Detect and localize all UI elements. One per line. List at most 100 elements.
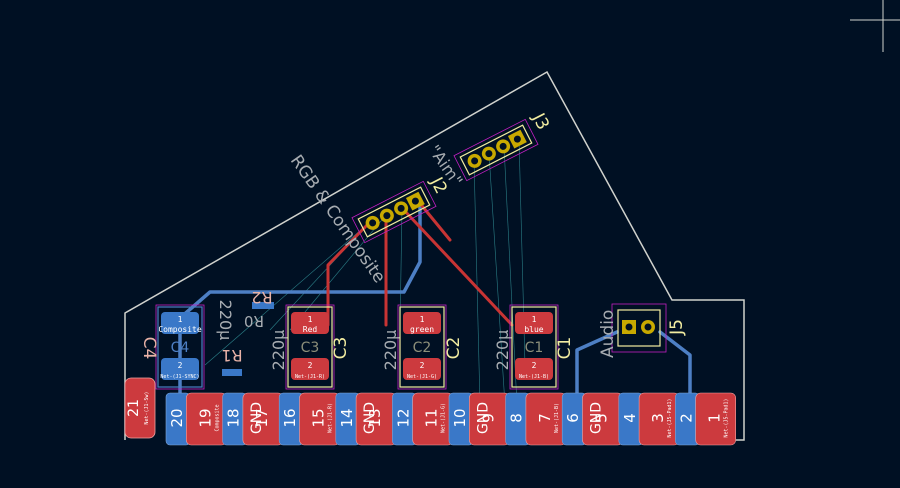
connector-reference: J3	[527, 109, 552, 133]
connector-silkscreen	[459, 124, 533, 176]
pad-number: 2	[532, 361, 537, 370]
pin-net-name: Net-(J1-G)	[441, 403, 447, 433]
capacitor-reference: C2	[444, 337, 464, 360]
connector-pin-14[interactable]: 14	[335, 392, 361, 446]
pad-number: 1	[420, 315, 425, 324]
connector-pin-2[interactable]: 2	[675, 392, 700, 446]
capacitor-silkscreen-outline	[157, 306, 203, 388]
pin-number: 20	[168, 408, 186, 427]
connector-pin-16[interactable]: 16	[278, 392, 304, 446]
crosshair-cursor-icon	[850, 0, 900, 52]
pad-number: 2	[178, 361, 183, 370]
capacitor-pad-2[interactable]	[403, 358, 441, 380]
pad-number: 1	[178, 315, 183, 324]
pin-number: 15	[310, 408, 328, 427]
capacitor-courtyard	[397, 304, 447, 390]
capacitor-pad-2[interactable]	[161, 358, 199, 380]
connector-j5[interactable]: J5	[611, 303, 687, 353]
capacitor-reference: C3	[331, 337, 351, 360]
pin-number: 1	[706, 413, 724, 423]
pin-net-name: GND	[362, 402, 378, 434]
pin-number: 12	[394, 408, 412, 427]
pin-net-name: GND	[475, 402, 491, 434]
pad-net-name: Net-(J1-R)	[295, 374, 325, 380]
resistor-value: R0	[244, 312, 264, 330]
connector-pin-20[interactable]: 20	[165, 392, 191, 446]
capacitor-polarity-label: C4	[171, 340, 190, 356]
connector-pin-12[interactable]: 12	[392, 392, 417, 446]
capacitor-polarity-label: C1	[525, 340, 544, 356]
pin-net-name: GND	[589, 402, 605, 434]
pin-number: 2	[677, 413, 695, 423]
connector-j2[interactable]	[351, 180, 437, 244]
resistor-reference: R1	[221, 346, 242, 365]
pin-pad[interactable]	[124, 377, 156, 439]
board-outline	[124, 70, 745, 441]
capacitor-courtyard	[285, 304, 335, 390]
pad-number: 1	[532, 315, 537, 324]
capacitor-pad-2[interactable]	[291, 358, 329, 380]
pad-net-name: Net-(J1-B)	[519, 374, 549, 380]
connector-courtyard	[453, 118, 539, 182]
connector-reference: J5	[667, 319, 687, 336]
pin-number: 5	[593, 413, 611, 423]
pin-hole	[411, 197, 419, 205]
pad-net-name: green	[410, 325, 434, 334]
capacitor-courtyard	[509, 304, 559, 390]
pin-number: 7	[536, 413, 554, 423]
pin-hole	[471, 157, 479, 165]
capacitor-pad-1[interactable]	[291, 312, 329, 334]
capacitor-value: 220µ	[216, 300, 235, 341]
capacitor-silkscreen-outline	[287, 306, 333, 388]
pad-number: 2	[308, 361, 313, 370]
resistor-pad[interactable]	[252, 302, 274, 309]
connector-pin-10[interactable]: 10	[448, 392, 474, 446]
pad-net-name: blue	[524, 325, 543, 334]
pad-net-name: Red	[303, 325, 318, 334]
connector-courtyard	[611, 303, 667, 353]
capacitor-pad-1[interactable]	[403, 312, 441, 334]
pin-number: 8	[508, 413, 526, 423]
pin-number: 4	[621, 413, 639, 423]
connector-pin-4[interactable]: 4	[618, 392, 644, 446]
capacitor-pad-2[interactable]	[515, 358, 553, 380]
pin-net-name: Net-(J5-Pad1)	[724, 398, 730, 437]
capacitor-pad-1[interactable]	[161, 312, 199, 334]
pin-net-name: Net-(J1-R)	[328, 403, 334, 433]
resistor-r1[interactable]: R1	[221, 346, 243, 376]
pin-hole	[485, 150, 493, 158]
capacitor-courtyard	[155, 304, 205, 390]
capacitor-value: 220µ	[493, 330, 512, 371]
pin-net-name: Net-(J1-B)	[554, 403, 560, 433]
pin-net-name: Net-(J1-Sw)	[144, 391, 150, 424]
capacitor-silkscreen-outline	[511, 306, 557, 388]
pin-number: 14	[338, 408, 356, 427]
resistor-pad[interactable]	[222, 369, 242, 376]
connector-j3[interactable]	[453, 118, 539, 182]
pin-pad[interactable]	[695, 392, 737, 446]
resistor-reference: R2	[251, 288, 272, 307]
pin-hole	[397, 204, 405, 212]
pad-net-name: Net-(J1-SYNC)	[160, 374, 199, 380]
pin-net-name: Net-(J5-Pad1)	[667, 398, 673, 437]
connector-pin-18[interactable]: 18	[222, 392, 247, 446]
pin-number: 17	[253, 408, 271, 427]
capacitor-pad-1[interactable]	[515, 312, 553, 334]
